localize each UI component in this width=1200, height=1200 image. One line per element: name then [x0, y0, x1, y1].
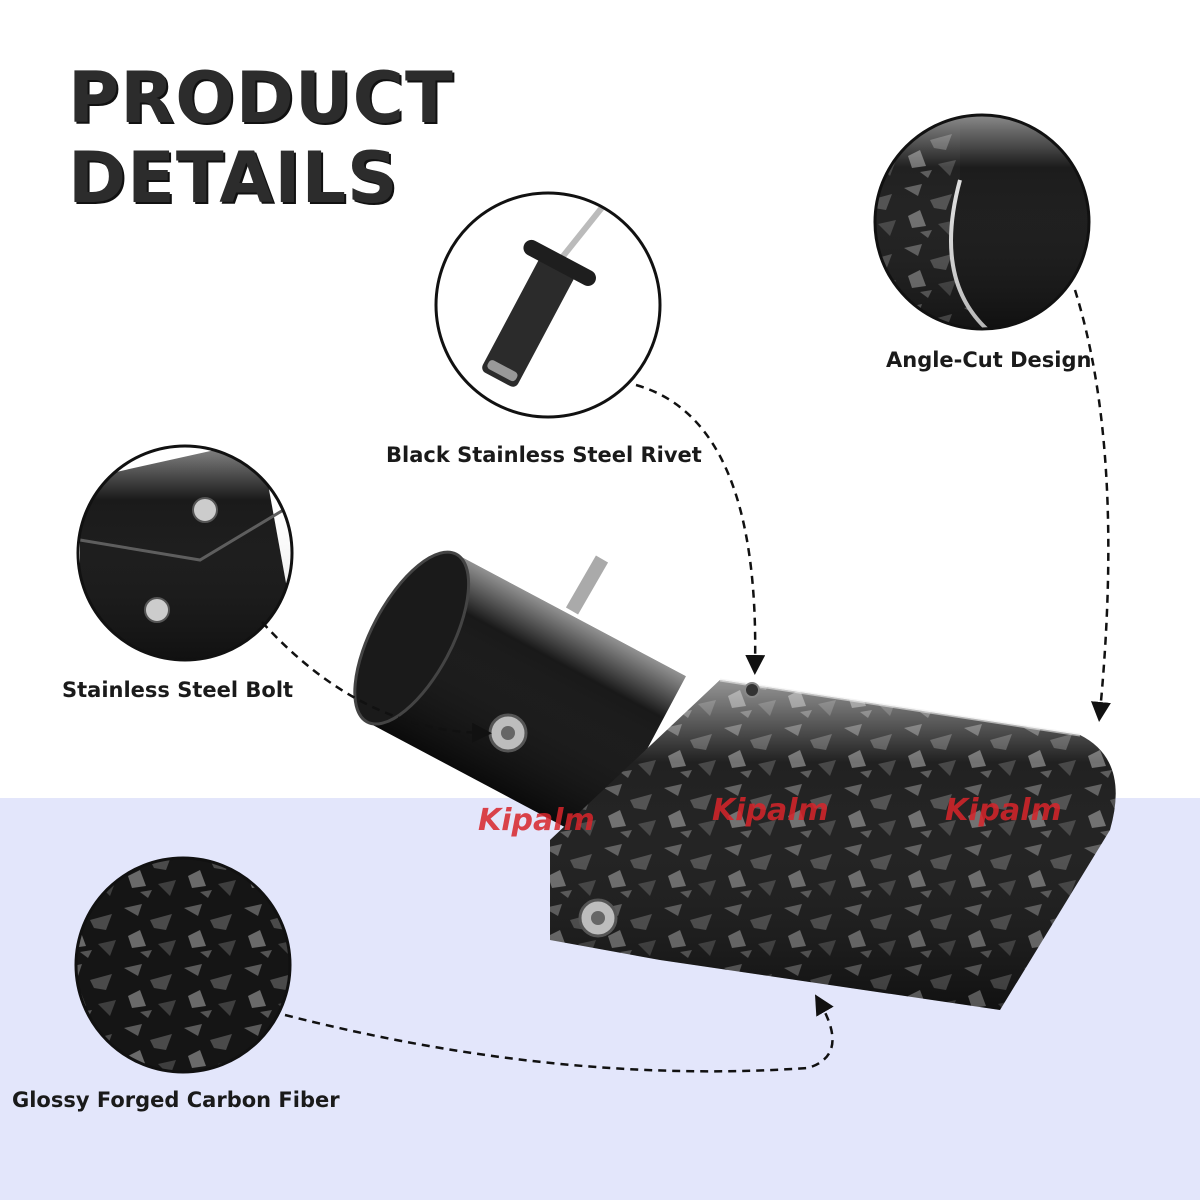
- rivet-label: Black Stainless Steel Rivet: [386, 443, 702, 467]
- carbon-leader-arrow: [284, 994, 834, 1073]
- angle-cut-detail-circle: [873, 113, 1091, 331]
- carbon-label: Glossy Forged Carbon Fiber: [12, 1088, 340, 1112]
- carbon-detail-circle: [74, 856, 292, 1074]
- page-title-line-1: PRODUCT: [68, 57, 454, 139]
- watermark-2: Kipalm: [712, 793, 829, 828]
- rivet-detail-circle: [434, 191, 662, 419]
- bolt-detail-circle: [76, 444, 294, 662]
- bolt-label: Stainless Steel Bolt: [62, 678, 294, 702]
- angle-cut-label: Angle-Cut Design: [886, 348, 1092, 372]
- page-title: PRODUCT DETAILS: [68, 58, 454, 218]
- angle-cut-leader-arrow: [1073, 289, 1111, 722]
- watermark-1: Kipalm: [478, 803, 595, 838]
- bolt-leader-arrow: [261, 621, 492, 743]
- exhaust-tip: [353, 550, 1116, 1010]
- rivet-leader-arrow: [635, 383, 766, 675]
- watermark-3: Kipalm: [945, 793, 1062, 828]
- page-title-line-2: DETAILS: [68, 137, 399, 219]
